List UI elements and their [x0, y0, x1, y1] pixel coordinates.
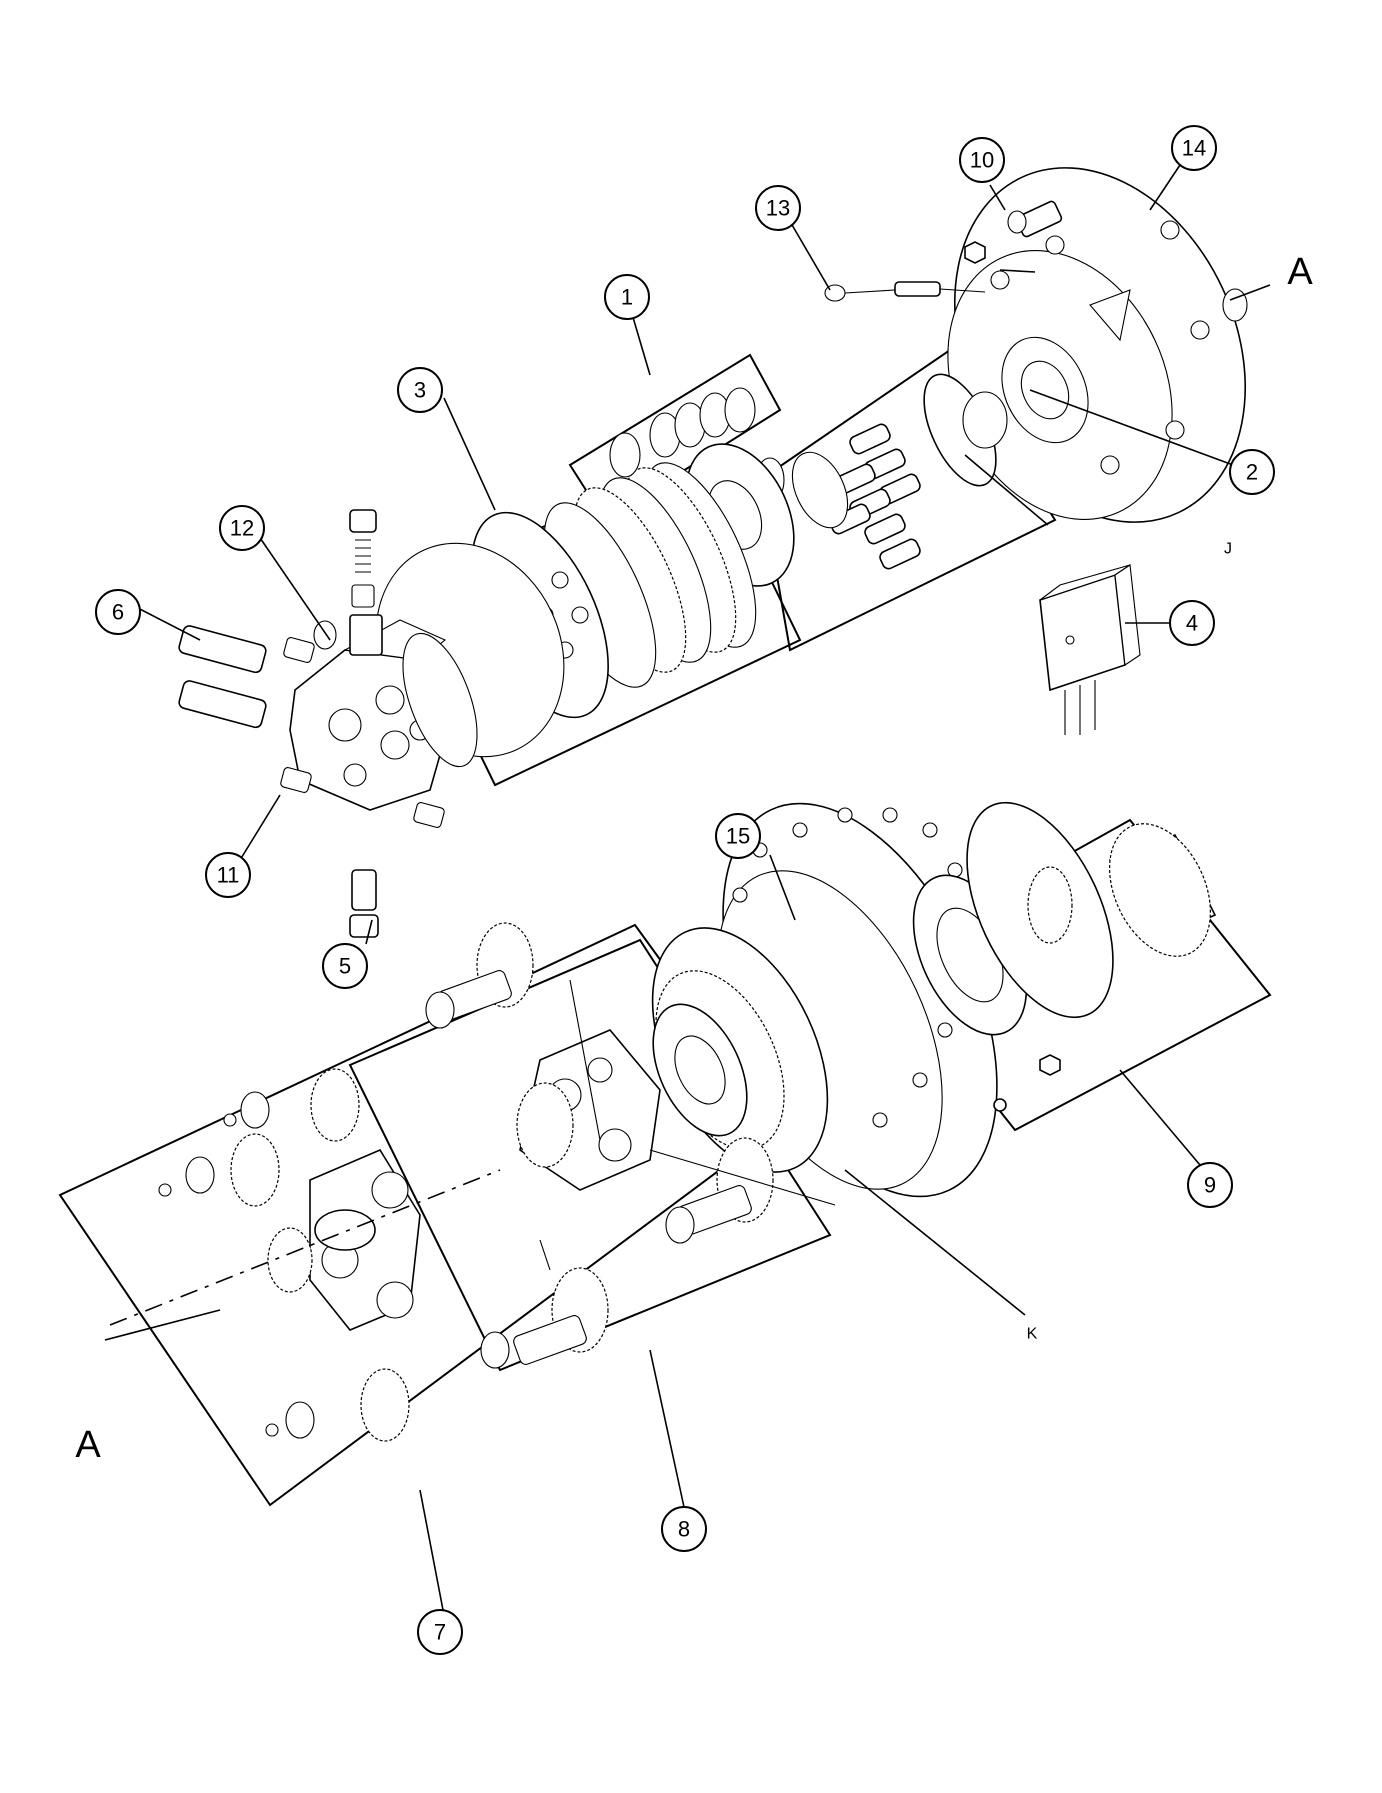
callout-6[interactable]: 6 — [95, 589, 141, 635]
port-block — [178, 509, 478, 938]
marker-k: K — [1027, 1326, 1038, 1343]
svg-text:14: 14 — [1182, 136, 1206, 161]
callout-9[interactable]: 9 — [1187, 1162, 1233, 1208]
svg-text:2: 2 — [1246, 460, 1258, 485]
svg-text:4: 4 — [1186, 611, 1198, 636]
svg-text:1: 1 — [621, 285, 633, 310]
leader-lines — [104, 164, 1271, 1611]
callout-1[interactable]: 1 — [604, 274, 650, 320]
callout-7[interactable]: 7 — [417, 1609, 463, 1655]
svg-text:13: 13 — [766, 196, 790, 221]
marker-j: J — [1224, 541, 1232, 558]
callouts: 1 2 3 4 5 6 7 8 — [95, 125, 1275, 1655]
planet-carrier — [425, 922, 836, 1369]
callout-3[interactable]: 3 — [397, 367, 443, 413]
head-housing — [947, 167, 1248, 523]
pin-13 — [824, 281, 986, 302]
letter-markers: A A J K — [75, 251, 1313, 1466]
output-shaft — [912, 801, 1217, 1036]
svg-text:8: 8 — [678, 1517, 690, 1542]
planetary-gears — [158, 1068, 421, 1442]
frame-group-cylinder — [758, 348, 1057, 652]
callout-2[interactable]: 2 — [1229, 449, 1275, 495]
seal-kit — [609, 387, 756, 478]
svg-text:12: 12 — [230, 516, 254, 541]
svg-text:10: 10 — [970, 148, 994, 173]
callout-5[interactable]: 5 — [322, 943, 368, 989]
svg-text:9: 9 — [1204, 1173, 1216, 1198]
callout-8[interactable]: 8 — [661, 1506, 707, 1552]
centerline-a — [109, 1169, 501, 1326]
svg-text:3: 3 — [414, 378, 426, 403]
bolt-10 — [1007, 200, 1063, 238]
frame-group-8 — [348, 938, 832, 1372]
callout-14[interactable]: 14 — [1171, 125, 1217, 171]
ring-gear-housing — [651, 802, 1061, 1198]
callout-12[interactable]: 12 — [219, 505, 265, 551]
svg-text:6: 6 — [112, 600, 124, 625]
marker-a-top: A — [1287, 251, 1313, 293]
svg-text:5: 5 — [339, 954, 351, 979]
callout-15[interactable]: 15 — [715, 813, 761, 859]
callout-11[interactable]: 11 — [205, 852, 251, 898]
callout-10[interactable]: 10 — [959, 137, 1005, 183]
svg-text:7: 7 — [434, 1620, 446, 1645]
cylinder-block — [685, 373, 1008, 587]
valve-block-4 — [1039, 564, 1141, 735]
callout-4[interactable]: 4 — [1169, 600, 1215, 646]
callout-13[interactable]: 13 — [755, 185, 801, 231]
svg-text:15: 15 — [726, 824, 750, 849]
nut-small — [964, 241, 986, 264]
parts-drawing — [158, 167, 1248, 1442]
marker-a-bottom: A — [75, 1424, 101, 1466]
svg-text:11: 11 — [217, 863, 240, 888]
